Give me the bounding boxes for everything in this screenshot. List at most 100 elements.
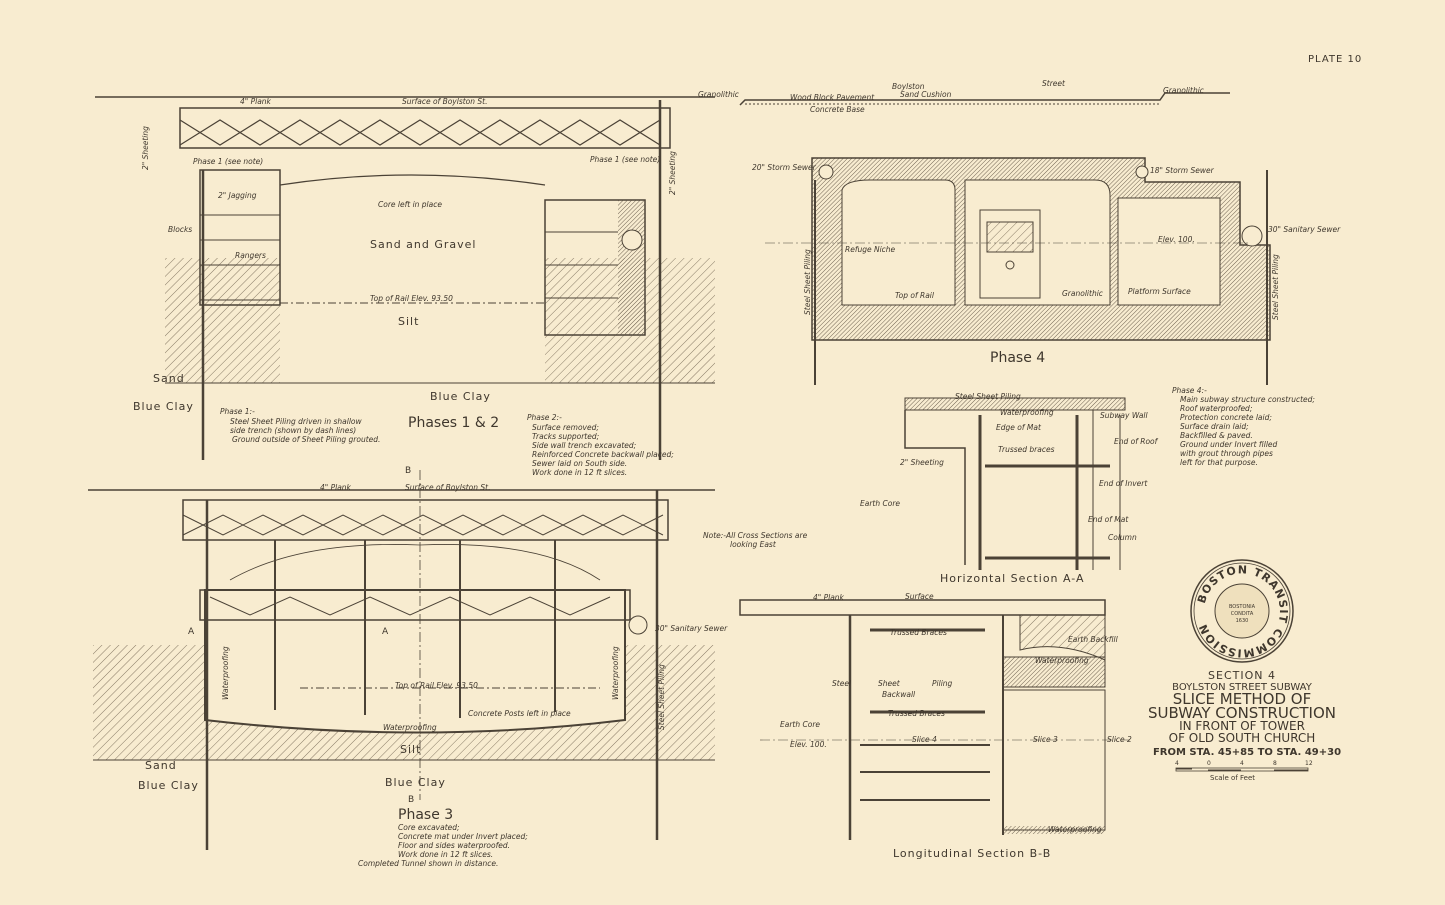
label-earth-core: Earth Core (860, 499, 900, 508)
label-waterproofing-top: Waterproofing (1035, 656, 1089, 665)
title-main-line-2: SUBWAY CONSTRUCTION (1148, 704, 1336, 722)
section-bb-drawing (739, 599, 1130, 840)
section-aa-title: Horizontal Section A-A (940, 572, 1085, 585)
boston-transit-commission-seal: BOSTON TRANSIT COMMISSION BOSTONIA CONDI… (1190, 559, 1294, 663)
title-main-line-1: SLICE METHOD OF (1173, 690, 1311, 708)
label-blue-clay-center: Blue Clay (385, 776, 446, 789)
section-marker-b-bottom: B (408, 795, 414, 805)
label-sand-gravel: Sand and Gravel (370, 238, 477, 251)
phase-3-drawing (88, 470, 715, 850)
cross-section-note: Note:-All Cross Sections are looking Eas… (703, 531, 808, 549)
label-platform-surface: Platform Surface (1128, 287, 1191, 296)
title-stations: FROM STA. 45+85 TO STA. 49+30 (1153, 747, 1341, 758)
label-top-of-rail: Top of Rail Elev. 93.50 (370, 294, 453, 303)
label-piling: Piling (932, 679, 953, 688)
section-aa-drawing (904, 397, 1126, 570)
label-plank: 4" Plank (320, 483, 352, 492)
label-end-of-mat: End of Mat (1088, 515, 1129, 524)
label-plank: 4" Plank (813, 593, 845, 602)
label-surface: Surface of Boylston St. (402, 97, 488, 106)
note-line: Reinforced Concrete backwall placed; (532, 450, 674, 459)
note-line: looking East (730, 540, 777, 549)
label-end-of-invert: End of Invert (1099, 479, 1148, 488)
note-line: Steel Sheet Piling driven in shallow (230, 417, 362, 426)
section-marker-b-top: B (405, 466, 411, 476)
note-line: with grout through pipes (1180, 449, 1273, 458)
scale-tick: 0 (1207, 760, 1211, 767)
label-steel-sheet-piling: Steel Sheet Piling (955, 392, 1021, 401)
label-elevation: Elev. 100. (1158, 235, 1195, 244)
label-waterproofing-left: Waterproofing (221, 646, 230, 700)
note-line: Floor and sides waterproofed. (398, 841, 510, 850)
label-sheeting-right: 2" Sheeting (668, 151, 677, 195)
note-line: Ground outside of Sheet Piling grouted. (232, 435, 380, 444)
note-line: Phase 1:- (220, 407, 255, 416)
label-column: Column (1108, 533, 1137, 542)
note-line: Work done in 12 ft slices. (398, 850, 493, 859)
phases-1-2-title: Phases 1 & 2 (408, 415, 499, 431)
label-blocks: Blocks (168, 225, 192, 234)
label-edge-of-mat: Edge of Mat (996, 423, 1042, 432)
label-granolithic-left: Granolithic (698, 90, 740, 99)
label-jagging: 2" Jagging (218, 191, 257, 200)
label-blue-clay-left: Blue Clay (138, 779, 199, 792)
label-end-of-roof: End of Roof (1114, 437, 1159, 446)
label-plank: 4" Plank (240, 97, 272, 106)
scale-bar: 4 0 4 8 12 Scale of Feet (1175, 760, 1313, 782)
title-location-line-1: IN FRONT OF TOWER (1179, 719, 1305, 733)
label-earth-backfill: Earth Backfill (1068, 635, 1119, 644)
label-core: Core left in place (378, 200, 442, 209)
seal-inner-text: CONDITA (1231, 611, 1254, 617)
note-line: Note:-All Cross Sections are (703, 531, 808, 540)
label-waterproofing-bottom: Waterproofing (1048, 825, 1102, 834)
title-subway-name: BOYLSTON STREET SUBWAY (1172, 682, 1313, 693)
note-line: Roof waterproofed; (1180, 404, 1252, 413)
label-trussed-braces-bottom: Trussed Braces (888, 709, 945, 718)
note-line: Tracks supported; (532, 432, 599, 441)
phases-1-2-drawing (95, 96, 715, 460)
street-label-street: Street (1042, 79, 1066, 88)
note-line: Ground under Invert filled (1180, 440, 1278, 449)
label-trussed-braces: Trussed braces (998, 445, 1055, 454)
scale-tick: 8 (1273, 760, 1277, 767)
label-sand: Sand (145, 759, 177, 772)
label-sheeting-left: 2" Sheeting (141, 126, 150, 170)
label-silt: Silt (398, 315, 419, 328)
section-marker-a-left: A (188, 627, 195, 637)
label-waterproofing: Waterproofing (1000, 408, 1054, 417)
label-elevation: Elev. 100. (790, 740, 827, 749)
label-subway-wall: Subway Wall (1100, 411, 1149, 420)
label-refuge-niche: Refuge Niche (845, 245, 896, 254)
label-surface: Surface of Boylston St. (405, 483, 491, 492)
label-steel-sheet-piling-left: Steel Sheet Piling (803, 249, 812, 315)
phase-3-title: Phase 3 (398, 807, 453, 823)
label-silt: Silt (400, 743, 421, 756)
label-sheeting: 2" Sheeting (900, 458, 944, 467)
label-slice-3: Slice 3 (1033, 735, 1058, 744)
label-slice-4: Slice 4 (912, 735, 937, 744)
note-line: Side wall trench excavated; (532, 441, 636, 450)
phase-3-notes: Core excavated; Concrete mat under Inver… (358, 823, 528, 868)
title-block: SECTION 4 BOYLSTON STREET SUBWAY SLICE M… (1148, 669, 1341, 758)
label-phase-1-left: Phase 1 (see note) (193, 157, 263, 166)
label-surface: Surface (905, 592, 934, 601)
note-line: Work done in 12 ft slices. (532, 468, 627, 477)
scale-label: Scale of Feet (1210, 774, 1255, 782)
label-blue-clay-left: Blue Clay (133, 400, 194, 413)
label-backwall: Backwall (882, 690, 916, 699)
label-top-of-rail: Top of Rail (895, 291, 935, 300)
label-sheet: Sheet (878, 679, 901, 688)
section-aa-labels: Steel Sheet Piling Waterproofing Subway … (860, 392, 1159, 585)
note-line: Surface removed; (532, 423, 599, 432)
phases-1-2-labels: 4" Plank Surface of Boylston St. Phase 1… (133, 97, 677, 477)
scale-tick: 12 (1305, 760, 1313, 767)
scale-tick: 4 (1240, 760, 1244, 767)
phase-1-notes: Phase 1:- Steel Sheet Piling driven in s… (220, 407, 380, 444)
label-trussed-braces-top: Trussed Braces (890, 628, 947, 637)
label-sand: Sand (153, 372, 185, 385)
phase-4-notes: Phase 4:- Main subway structure construc… (1172, 386, 1315, 467)
phase-3-labels: 4" Plank Surface of Boylston St. B B A A… (138, 466, 728, 868)
plate-number: PLATE 10 (1308, 54, 1362, 65)
label-phase-1-right: Phase 1 (see note) (590, 155, 660, 164)
